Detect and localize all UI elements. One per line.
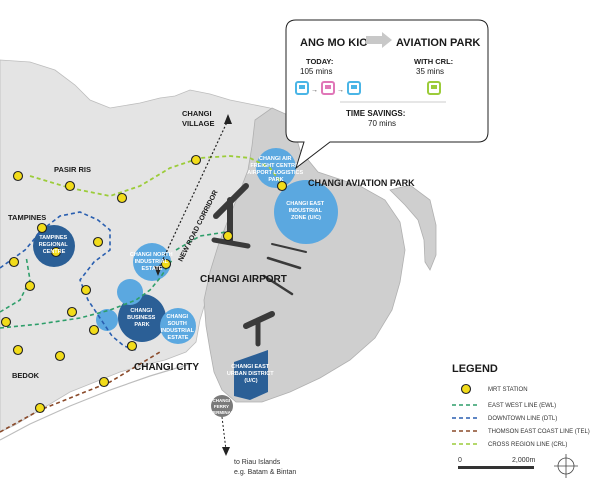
label-changi-north: CHANGI NORTH INDUSTRIAL ESTATE [130, 252, 174, 272]
callout-today-value: 105 mins [300, 67, 332, 76]
mrt-station[interactable] [34, 402, 46, 414]
mrt-stations [0, 154, 288, 414]
mrt-station[interactable] [222, 230, 234, 242]
legend-item-label: DOWNTOWN LINE (DTL) [488, 416, 557, 422]
legend-item-label: EAST WEST LINE (EWL) [488, 403, 556, 409]
mrt-station[interactable] [12, 344, 24, 356]
new-road-corridor-line [157, 119, 229, 271]
legend-title: LEGEND [452, 363, 498, 375]
label-tampines-rc: TAMPINES REGIONAL CENTRE [39, 235, 69, 255]
zone-changi-south-industrial [160, 308, 196, 344]
runway-stub-2 [266, 256, 302, 270]
label-changi-aviation-park: CHANGI AVIATION PARK [308, 178, 415, 188]
legend-station-icon [460, 383, 472, 395]
callout-from: ANG MO KIO [300, 37, 368, 49]
label-riau-2: e.g. Batam & Bintan [234, 469, 296, 476]
label-changi-airport: CHANGI AIRPORT [200, 274, 287, 285]
label-air-freight: CHANGI AIR FREIGHT CENTRE/ AIRPORT LOGIS… [247, 156, 304, 183]
label-pasir-ris: PASIR RIS [54, 165, 91, 174]
legend-item-label: THOMSON EAST COAST LINE (TEL) [488, 429, 590, 435]
arrow-icon: → [337, 87, 344, 94]
label-changi-village-1: CHANGI [182, 109, 212, 118]
callout-crl-value: 35 mins [416, 67, 444, 76]
arrow-icon: → [311, 87, 318, 94]
mrt-station[interactable] [50, 246, 62, 258]
mrt-station[interactable] [8, 256, 20, 268]
line-ewl [0, 259, 173, 329]
zone-changi-north-industrial [133, 243, 171, 281]
line-ewl-west [0, 255, 31, 313]
scale-start: 0 [458, 457, 462, 464]
mrt-station[interactable] [160, 258, 172, 270]
legend-item-label: MRT STATION [488, 387, 528, 393]
mrt-station[interactable] [126, 340, 138, 352]
mrt-station[interactable] [276, 180, 288, 192]
label-bedok: BEDOK [12, 371, 40, 380]
mrt-station[interactable] [88, 324, 100, 336]
eastern-peninsula [389, 184, 437, 271]
mrt-station[interactable] [116, 192, 128, 204]
mrt-station[interactable] [64, 180, 76, 192]
scale-bar [458, 466, 534, 469]
line-dtl [0, 211, 137, 351]
callout-savings-label: TIME SAVINGS: [346, 109, 405, 118]
mrt-station[interactable] [66, 306, 78, 318]
label-changi-business: CHANGI BUSINESS PARK [127, 308, 157, 328]
train-icon-cyan [295, 81, 309, 95]
mrt-station[interactable] [80, 284, 92, 296]
zone-changi-business-park [118, 294, 166, 342]
callout-arrow-icon [366, 32, 392, 48]
callout-today-label: TODAY: [306, 57, 333, 66]
zone-ferry-terminal [211, 395, 233, 417]
train-icon-cyan [347, 81, 361, 95]
label-changi-east-industrial: CHANGI EAST INDUSTRIAL ZONE (U/C) [286, 201, 325, 221]
corridor-arrowhead-south-icon [154, 266, 162, 276]
compass-icon [554, 454, 578, 478]
zone-tampines-regional-centre [33, 225, 75, 267]
callout-to: AVIATION PARK [396, 37, 480, 49]
label-tampines: TAMPINES [8, 213, 46, 222]
line-crl [29, 155, 283, 197]
mrt-station[interactable] [98, 376, 110, 388]
callout-crl-label: WITH CRL: [414, 57, 453, 66]
mrt-station[interactable] [54, 350, 66, 362]
zone-air-freight-centre [256, 148, 296, 188]
label-riau-1: to Riau Islands [234, 459, 281, 466]
label-changi-village-2: VILLAGE [182, 119, 215, 128]
zone-small-west [96, 309, 118, 331]
east-coast-shoreline [0, 363, 191, 441]
zone-changi-east-industrial [274, 180, 338, 244]
legend-item-label: CROSS REGION LINE (CRL) [488, 442, 567, 448]
line-ewl-airport [175, 231, 227, 251]
mrt-station[interactable] [190, 154, 202, 166]
runway-stub-1 [262, 274, 294, 296]
callout-bubble [285, 19, 489, 170]
label-changi-east-urban: CHANGI EAST URBAN DISTRICT (U/C) [227, 364, 275, 384]
runway-stub-3 [271, 243, 307, 253]
callout-savings-value: 70 mins [368, 119, 396, 128]
label-ferry-terminal: CHANGI FERRY TERMINAL [210, 398, 233, 415]
mrt-station[interactable] [12, 170, 24, 182]
ferry-arrowhead-icon [222, 447, 230, 456]
mrt-station[interactable] [24, 280, 36, 292]
mrt-station[interactable] [36, 222, 48, 234]
zone-changi-east-urban [234, 350, 268, 400]
train-icon-green [427, 81, 441, 95]
zone-small-north [117, 279, 143, 305]
scale-end: 2,000m [512, 457, 536, 464]
ferry-route-line [221, 416, 227, 451]
mrt-station[interactable] [0, 316, 12, 328]
label-changi-city: CHANGI CITY [134, 362, 199, 373]
mrt-station[interactable] [92, 236, 104, 248]
line-tel [0, 351, 161, 433]
terminal-runway-2 [211, 237, 251, 249]
label-changi-south: CHANGI SOUTH INDUSTRIAL ESTATE [161, 314, 196, 341]
corridor-arrowhead-north-icon [224, 114, 232, 124]
train-icon-pink [321, 81, 335, 95]
